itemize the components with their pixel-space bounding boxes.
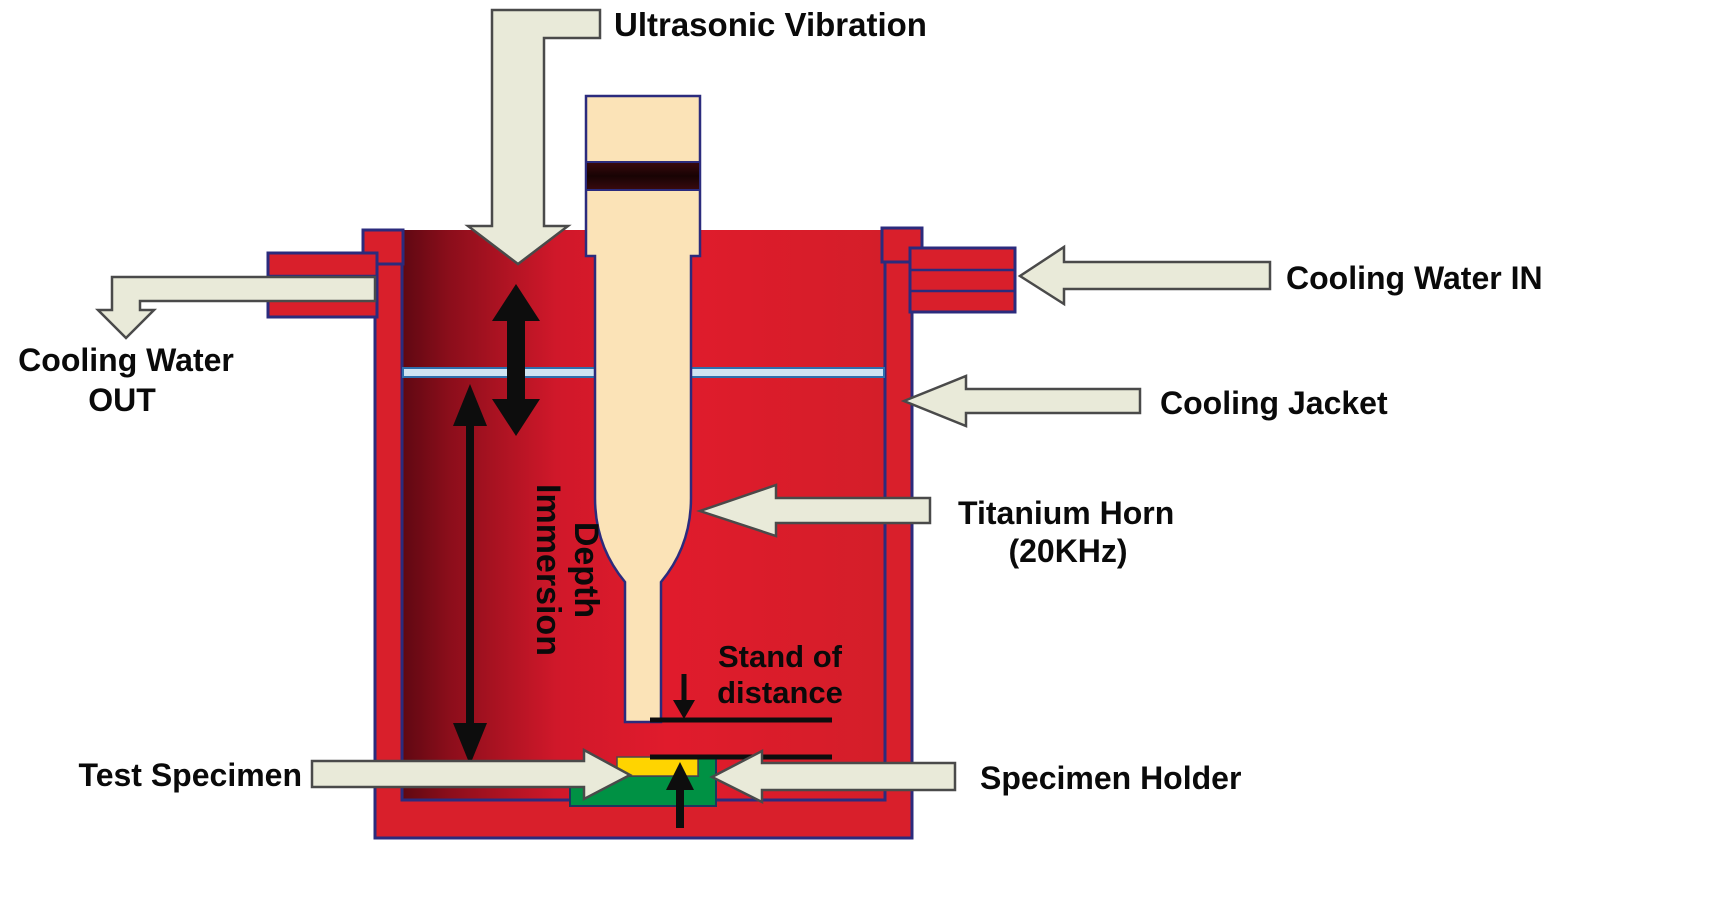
- label-standoff-line1: Stand of: [718, 639, 843, 674]
- specimen-up-arrow-shaft: [676, 788, 684, 828]
- label-cooling-water-out-line1: Cooling Water: [18, 342, 234, 378]
- label-immersion-depth-line2: Depth: [567, 522, 605, 618]
- vibration-double-arrow: [492, 284, 540, 436]
- label-specimen-holder: Specimen Holder: [980, 760, 1241, 796]
- titanium-horn-arrow: [696, 483, 932, 538]
- standoff-down-arrow-head: [673, 700, 695, 719]
- label-titanium-horn-line1: Titanium Horn: [958, 495, 1174, 531]
- specimen-up-arrow-head: [666, 762, 694, 790]
- label-titanium-horn-line2: (20KHz): [1008, 533, 1127, 569]
- vessel-flange-left: [361, 228, 405, 266]
- water-level-line-left: [402, 367, 596, 378]
- cooling-jacket-arrow: [900, 374, 1142, 428]
- immersion-depth-arrow: [453, 384, 487, 765]
- cooling-water-in-arrow: [1017, 244, 1272, 307]
- label-test-specimen: Test Specimen: [79, 757, 302, 793]
- water-level-line-right: [690, 367, 885, 378]
- cooling-pipe-right: [908, 246, 1017, 314]
- label-cooling-jacket: Cooling Jacket: [1160, 385, 1388, 421]
- cooling-water-out-arrow: [94, 275, 377, 340]
- label-cooling-water-in: Cooling Water IN: [1286, 260, 1543, 296]
- specimen-holder-arrow: [709, 748, 957, 805]
- label-immersion-depth-line1: Immersion: [529, 484, 567, 656]
- ultrasonic-vibration-arrow: [464, 8, 602, 266]
- label-standoff-line2: distance: [717, 675, 843, 710]
- label-cooling-water-out-line2: OUT: [88, 382, 156, 418]
- test-specimen-arrow: [310, 747, 633, 802]
- horn-transducer-band: [585, 161, 701, 191]
- label-ultrasonic-vibration: Ultrasonic Vibration: [614, 6, 927, 43]
